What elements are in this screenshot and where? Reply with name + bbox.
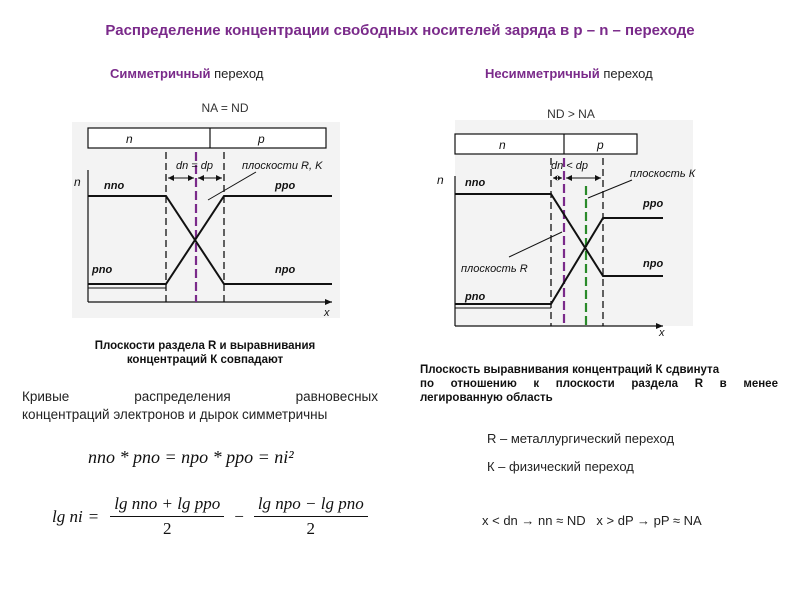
- symmetric-junction-diagram: NA = ND n p n x dn = dp плоскости R, K n…: [72, 101, 340, 319]
- right-heading-accent: Несимметричный: [485, 66, 600, 81]
- formula-log-frac1: lg nno + lg ppo 2: [110, 494, 225, 539]
- left-region-n: n: [126, 132, 133, 146]
- left-x-label: x: [323, 307, 330, 319]
- para-word-3: равновесных: [295, 389, 378, 404]
- right-label-ppo: ppo: [642, 198, 663, 210]
- left-paragraph-line2: концентраций электронов и дырок симметри…: [22, 407, 328, 422]
- formula-log-lhs: lg ni: [52, 506, 83, 526]
- left-label-nno: nno: [104, 180, 124, 192]
- right-plane-k-pointer: [587, 179, 633, 199]
- right-dn-arrowheads: [553, 175, 562, 181]
- bottom-relations: x < dn → nn ≈ ND x > dP → pP ≈ NA: [482, 513, 702, 528]
- left-condition: NA = ND: [201, 101, 248, 115]
- right-caption-line2: по отношению к плоскости раздела R в мен…: [420, 377, 778, 391]
- right-caption-word-4: плоскости: [555, 378, 615, 390]
- right-caption-word-8: менее: [743, 378, 778, 390]
- right-caption-line1: Плоскость выравнивания концентраций К сд…: [420, 364, 720, 376]
- left-label-npo: npo: [275, 264, 295, 276]
- right-caption-word-5: раздела: [631, 378, 679, 390]
- right-region-n: n: [499, 138, 506, 152]
- left-caption-line1: Плоскости раздела R и выравнивания: [94, 340, 316, 352]
- right-x-label: x: [658, 327, 665, 339]
- formula-product: nno * pno = npo * ppo = ni²: [88, 447, 294, 468]
- formula-log-den2: 2: [306, 519, 316, 538]
- left-x-arrow: [325, 299, 332, 305]
- right-heading: Несимметричный переход: [485, 66, 705, 81]
- right-heading-rest: переход: [599, 66, 653, 81]
- right-hole-curve: [455, 217, 663, 305]
- formula-log: lg ni = lg nno + lg ppo 2 − lg npo − lg …: [52, 494, 374, 539]
- right-condition: ND > NA: [547, 107, 595, 121]
- right-plane-r-label: плоскость R: [461, 263, 528, 275]
- left-dn-arrowheads: [168, 175, 194, 181]
- page-title: Распределение концентрации свободных нос…: [105, 22, 695, 39]
- left-label-ppo: ppo: [274, 180, 295, 192]
- right-label-pno: pno: [464, 291, 485, 303]
- right-electron-curve: [455, 193, 663, 277]
- formula-log-den1: 2: [163, 519, 172, 538]
- k-definition: К – физический переход: [487, 459, 634, 474]
- right-caption-line3: легированную область: [420, 392, 553, 404]
- right-caption-word-1: по: [420, 378, 434, 390]
- left-planes-pointer: [207, 171, 257, 201]
- left-width-label: dn = dp: [176, 160, 213, 172]
- left-region-p: p: [257, 132, 265, 146]
- formula-log-num1: lg nno + lg ppo: [110, 494, 225, 517]
- right-caption: Плоскость выравнивания концентраций К сд…: [420, 363, 778, 405]
- right-x-arrow: [656, 323, 663, 329]
- left-heading-rest: переход: [210, 66, 264, 81]
- right-caption-word-2: отношению: [450, 378, 517, 390]
- right-caption-word-7: в: [719, 378, 727, 390]
- left-dp-arrowheads: [198, 175, 222, 181]
- right-region-p: p: [596, 138, 604, 152]
- para-word-1: Кривые: [22, 389, 70, 404]
- right-plane-r-pointer: [508, 231, 563, 258]
- right-label-npo: npo: [643, 258, 663, 270]
- formula-log-frac2: lg npo − lg pno 2: [253, 494, 368, 539]
- left-paragraph: Кривые распределения равновесных концент…: [22, 388, 378, 424]
- right-caption-word-6: R: [694, 378, 703, 390]
- left-y-label: n: [74, 175, 81, 189]
- left-label-pno: pno: [91, 264, 112, 276]
- formula-log-num2: lg npo − lg pno: [253, 494, 368, 517]
- right-np-bar: [454, 133, 638, 155]
- formula-product-text: nno * pno = npo * ppo = ni²: [88, 447, 294, 467]
- left-heading: Симметричный переход: [110, 66, 310, 81]
- left-panel-bg: [72, 122, 340, 318]
- right-plane-k-label: плоскость К: [630, 168, 696, 180]
- asymmetric-junction-diagram: ND > NA n p n x dn < dp плоскость К плос…: [437, 107, 696, 339]
- right-caption-word-3: к: [533, 378, 540, 390]
- left-planes-label: плоскости R, K: [242, 160, 323, 172]
- left-np-bar: [87, 127, 327, 149]
- left-caption: Плоскости раздела R и выравнивания конце…: [45, 339, 365, 367]
- right-y-label: n: [437, 173, 444, 187]
- para-word-2: распределения: [134, 389, 231, 404]
- left-heading-accent: Симметричный: [110, 66, 211, 81]
- r-definition: R – металлургический переход: [487, 431, 675, 446]
- right-label-nno: nno: [465, 177, 485, 189]
- left-caption-line2: концентраций К совпадают: [126, 354, 284, 366]
- left-hole-curve: [88, 195, 332, 285]
- left-paragraph-line1: Кривые распределения равновесных: [22, 388, 378, 406]
- right-width-label: dn < dp: [551, 160, 588, 172]
